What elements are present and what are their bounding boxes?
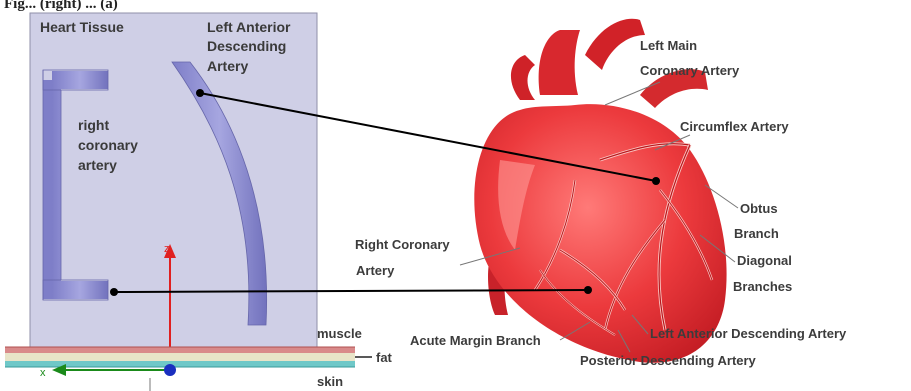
fat-layer xyxy=(5,353,355,361)
z-axis-label: z xyxy=(164,243,170,255)
superior-vena-cava xyxy=(511,55,535,100)
heart-tissue-block xyxy=(30,13,317,361)
obtus-label: Obtus Branch xyxy=(734,201,781,241)
lad-connector-start xyxy=(196,89,204,97)
fat-label: fat xyxy=(376,350,393,365)
aorta xyxy=(539,30,580,95)
aortic-arch xyxy=(585,19,645,70)
heart-tissue-model: Heart Tissue Left Anterior Descending Ar… xyxy=(30,13,317,370)
diagonal-label: Diagonal Branches xyxy=(733,253,796,294)
axis-triad: x xyxy=(40,364,176,391)
skin-label: skin xyxy=(317,374,343,389)
x-axis-label: x xyxy=(40,367,46,379)
lad-connector-end xyxy=(652,177,660,185)
posterior-label: Posterior Descending Artery xyxy=(580,353,757,368)
origin-marker xyxy=(164,364,176,376)
muscle-layer xyxy=(5,347,355,353)
rca-connector-end xyxy=(584,286,592,294)
acute-margin-label: Acute Margin Branch xyxy=(410,333,541,348)
circumflex-label: Circumflex Artery xyxy=(680,119,789,134)
lad-heart-label: Left Anterior Descending Artery xyxy=(650,326,847,341)
skin-layer xyxy=(5,361,355,367)
caption-fragment: Fig... (right) ... (a) xyxy=(4,0,118,12)
heart-tissue-title: Heart Tissue xyxy=(40,19,124,35)
left-main-label: Left Main Coronary Artery xyxy=(640,38,740,78)
rca-connector-start xyxy=(110,288,118,296)
right-coronary-label: Right Coronary Artery xyxy=(355,237,453,278)
muscle-label: muscle xyxy=(317,326,362,341)
